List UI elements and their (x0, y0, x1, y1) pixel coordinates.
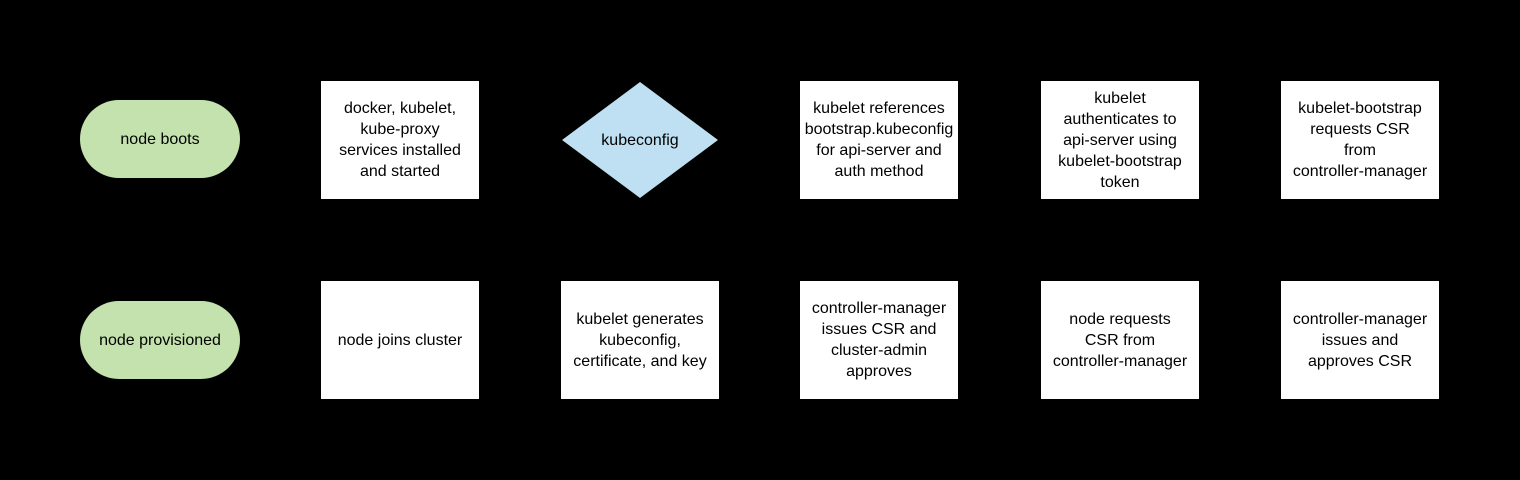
node-label: controller-manager issues CSR and cluste… (811, 300, 947, 380)
node-label: node joins cluster (337, 331, 463, 349)
process-kubelet-bootstrap-requests-csr: kubelet-bootstrap requests CSR from cont… (1281, 81, 1439, 199)
node-label: kubelet generates kubeconfig, certificat… (573, 310, 707, 370)
node-label: kubelet references bootstrap.kubeconfig … (804, 100, 954, 180)
node-label: controller-manager issues and approves C… (1292, 310, 1428, 370)
process-kubelet-authenticates: kubelet authenticates to api-server usin… (1041, 81, 1199, 199)
node-label: kubelet-bootstrap requests CSR from cont… (1292, 100, 1428, 180)
process-controller-manager-issues-csr: controller-manager issues CSR and cluste… (800, 281, 958, 399)
process-kubelet-references-bootstrap-kubeconfig: kubelet references bootstrap.kubeconfig … (800, 81, 958, 199)
node-label: kubeconfig (601, 131, 679, 149)
node-label: node requests CSR from controller-manage… (1052, 310, 1188, 370)
node-label: docker, kubelet, kube-proxy services ins… (339, 100, 461, 180)
process-node-requests-csr: node requests CSR from controller-manage… (1041, 281, 1199, 399)
process-kubelet-generates-kubeconfig: kubelet generates kubeconfig, certificat… (561, 281, 719, 399)
terminator-node-provisioned: node provisioned (80, 301, 240, 379)
node-label: node boots (120, 130, 200, 148)
node-label: kubelet authenticates to api-server usin… (1058, 89, 1182, 191)
decision-kubeconfig: kubeconfig (562, 82, 718, 198)
process-controller-manager-approves-csr: controller-manager issues and approves C… (1281, 281, 1439, 399)
process-node-joins-cluster: node joins cluster (321, 281, 479, 399)
process-services-installed: docker, kubelet, kube-proxy services ins… (321, 81, 479, 199)
terminator-node-boots: node boots (80, 100, 240, 178)
node-label: node provisioned (99, 331, 221, 349)
